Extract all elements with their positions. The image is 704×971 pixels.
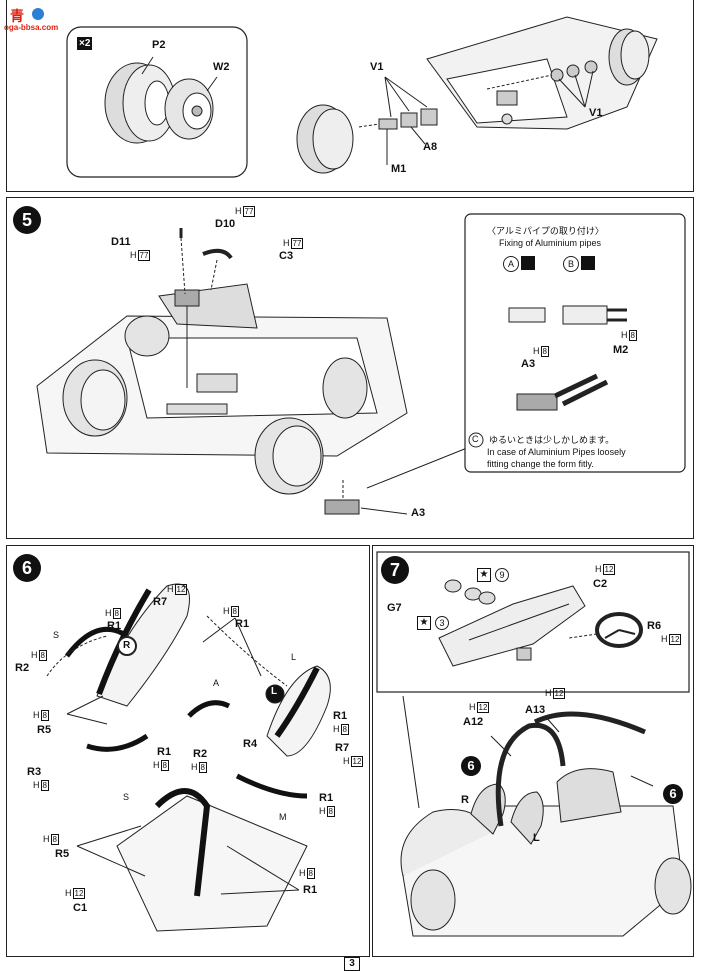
ref-step-6-left: 6 xyxy=(461,756,481,776)
inset-note-jp: ゆるいときは少しかしめます。 xyxy=(489,435,615,445)
label-r5-bottom: R5 xyxy=(55,848,70,860)
label-r1-top: R1 xyxy=(107,620,122,632)
label-r7-side: R7 xyxy=(335,742,350,754)
watermark-dot-icon xyxy=(32,8,44,20)
label-v1-left: V1 xyxy=(370,61,384,73)
mark-l-small: L xyxy=(291,652,297,662)
mark-s-1: S xyxy=(53,630,60,640)
step5-drawing xyxy=(36,213,686,515)
watermark-site: oga-bbsa.com xyxy=(4,23,59,32)
multiplier-badge: ×2 xyxy=(77,37,93,50)
label-d10: D10 xyxy=(215,218,236,230)
label-a12: A12 xyxy=(463,716,484,728)
inset-title-jp: 〈アルミパイプの取り付け〉 xyxy=(487,226,604,236)
label-a13: A13 xyxy=(525,704,546,716)
inset-icon-a xyxy=(521,256,535,270)
label-r1-bottom: R1 xyxy=(303,884,318,896)
label-seat-l: L xyxy=(533,832,540,844)
label-r6: R6 xyxy=(647,620,662,632)
inset-label-a3: A3 xyxy=(521,358,536,370)
label-r1-side: R1 xyxy=(333,710,348,722)
mark-m: M xyxy=(279,812,287,822)
label-r1-mid: R1 xyxy=(157,746,172,758)
mark-r: R xyxy=(123,640,131,651)
mark-a: A xyxy=(213,678,220,688)
label-c3: C3 xyxy=(279,250,294,262)
inset-note-en-2: fitting change the form fitly. xyxy=(487,459,594,469)
label-r4: R4 xyxy=(243,738,258,750)
step4-drawing xyxy=(66,16,658,178)
inset-icon-b xyxy=(581,256,595,270)
step6-drawing xyxy=(46,583,331,932)
inset-mark-b: B xyxy=(563,256,579,272)
mark-s-2: S xyxy=(123,792,130,802)
label-c2: C2 xyxy=(593,578,608,590)
label-r1-right: R1 xyxy=(235,618,250,630)
label-seat-r: R xyxy=(461,794,469,806)
step-number-5: 5 xyxy=(13,206,41,234)
star-icon-3: ★ xyxy=(417,616,431,630)
inset-note-en-1: In case of Aluminium Pipes loosely xyxy=(487,447,626,457)
label-m1: M1 xyxy=(391,163,407,175)
label-r5-left: R5 xyxy=(37,724,52,736)
label-r2-left: R2 xyxy=(15,662,30,674)
label-r2-mid: R2 xyxy=(193,748,208,760)
inset-title-en: Fixing of Aluminium pipes xyxy=(499,238,602,248)
label-v1-right: V1 xyxy=(589,107,603,119)
circle-3: 3 xyxy=(435,616,449,630)
watermark-logo: 青 oga-bbsa.com xyxy=(4,6,72,36)
star-icon-9: ★ xyxy=(477,568,491,582)
step-number-6: 6 xyxy=(13,554,41,582)
watermark-top: 青 xyxy=(10,8,24,24)
step-number-7: 7 xyxy=(381,556,409,584)
label-d11: D11 xyxy=(111,236,131,248)
label-c1: C1 xyxy=(73,902,88,914)
ref-step-6-right: 6 xyxy=(663,784,683,804)
label-p2: P2 xyxy=(152,39,166,51)
label-w2: W2 xyxy=(213,61,230,73)
label-r1-low: R1 xyxy=(319,792,334,804)
inset-label-m2: M2 xyxy=(613,344,629,356)
label-a8: A8 xyxy=(423,141,438,153)
step7-drawing xyxy=(376,551,692,937)
inset-mark-c: C xyxy=(472,434,479,444)
circle-9: 9 xyxy=(495,568,509,582)
label-r3: R3 xyxy=(27,766,42,778)
inset-mark-a: A xyxy=(503,256,519,272)
label-a3-bottom: A3 xyxy=(411,507,426,519)
label-g7: G7 xyxy=(387,602,402,614)
step4-panel: ×2 P2 W2 V1 V1 A8 M1 xyxy=(6,0,694,192)
mark-l: L xyxy=(271,686,278,697)
label-r7-top: R7 xyxy=(153,596,168,608)
